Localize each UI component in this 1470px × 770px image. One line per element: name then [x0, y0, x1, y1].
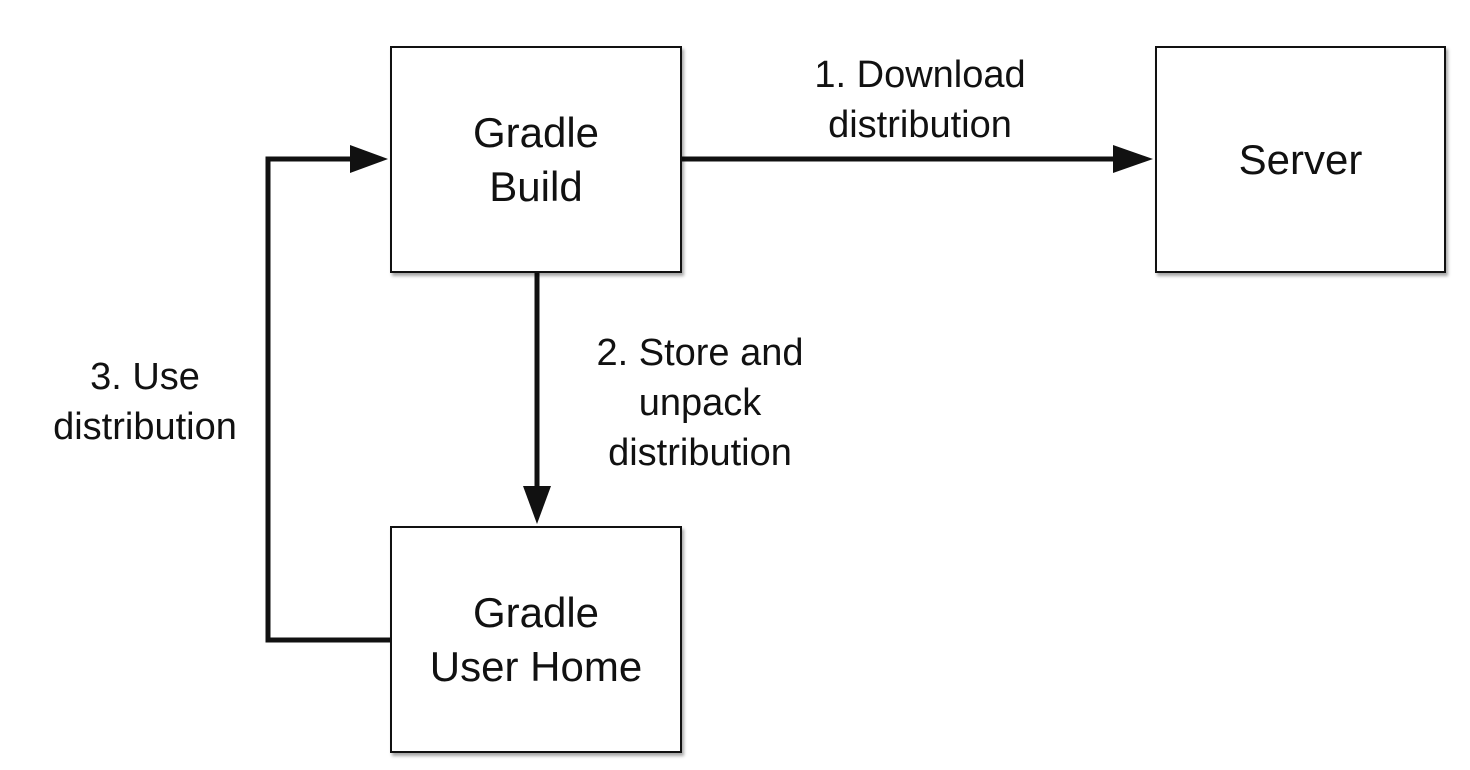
- download-arrow: [682, 145, 1153, 173]
- gradle-user-home-label: Gradle User Home: [429, 588, 643, 690]
- use-arrow: [265, 145, 390, 643]
- server-node: Server: [1155, 46, 1446, 273]
- download-label: 1. Download distribution: [814, 54, 1026, 146]
- store-label: 2. Store and unpack distribution: [596, 332, 804, 474]
- gradle-build-node: Gradle Build: [390, 46, 682, 273]
- store-arrow: [523, 273, 551, 524]
- gradle-user-home-node: Gradle User Home: [390, 526, 682, 753]
- use-label: 3. Use distribution: [53, 356, 237, 448]
- gradle-build-label: Gradle Build: [472, 108, 600, 210]
- server-label: Server: [1238, 135, 1363, 183]
